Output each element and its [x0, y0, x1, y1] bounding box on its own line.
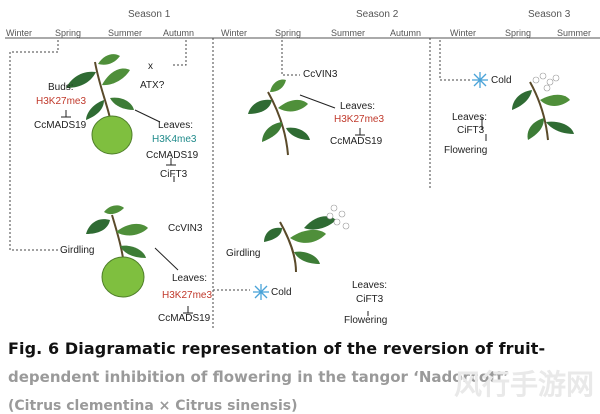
- inhibition-icon: [61, 110, 365, 314]
- path-to-cold-top: [439, 40, 470, 81]
- season-label-3: Season 3: [528, 9, 571, 20]
- snowflake-icon: [472, 72, 488, 88]
- buds-mark: H3K27me3: [36, 96, 87, 107]
- month-label: Autumn: [163, 28, 195, 38]
- leaves-gene: CcMADS19: [330, 136, 383, 147]
- flowering-branch-bottom-mid: [264, 204, 350, 273]
- path-to-girdling-left: [9, 40, 59, 251]
- flowering-branch-top-right: [512, 72, 574, 141]
- vin3-label: CcVIN3: [168, 223, 203, 234]
- cold-label: Cold: [271, 287, 292, 298]
- outcome-label: Flowering: [444, 145, 488, 156]
- season-label-1: Season 1: [128, 9, 171, 20]
- month-label: Summer: [331, 28, 366, 38]
- season-label-2: Season 2: [356, 9, 399, 20]
- month-label: Spring: [55, 28, 82, 38]
- month-label: Winter: [450, 28, 477, 38]
- leaves-label: Leaves:: [452, 112, 488, 123]
- buds-gene: CcMADS19: [34, 120, 87, 131]
- month-label: Spring: [505, 28, 532, 38]
- month-label: Winter: [6, 28, 33, 38]
- month-label: Summer: [108, 28, 143, 38]
- fruit-branch-bottom-left: [86, 205, 148, 298]
- snowflake-icon: [253, 284, 269, 300]
- leaves-target: CiFT3: [160, 169, 188, 180]
- buds-label: Buds:: [48, 82, 74, 93]
- figure-caption-line-2: dependent inhibition of flowering in the…: [8, 368, 510, 386]
- month-label: Summer: [557, 28, 592, 38]
- inhibit-x-mark: x: [148, 61, 153, 72]
- month-label: Autumn: [390, 28, 422, 38]
- leaves-label: Leaves:: [158, 120, 194, 131]
- leafy-branch-top-mid: [248, 79, 310, 156]
- leaves-label: Leaves:: [340, 101, 376, 112]
- leaves-gene: CcMADS19: [158, 313, 211, 324]
- figure-caption-line-1: Fig. 6 Diagramatic representation of the…: [8, 339, 546, 358]
- month-label: Winter: [221, 28, 248, 38]
- path-to-vin3-top: [281, 40, 300, 76]
- vin3-label: CcVIN3: [303, 69, 338, 80]
- girdling-label: Girdling: [60, 245, 95, 256]
- leaves-mark: H3K4me3: [152, 134, 197, 145]
- girdling-label: Girdling: [226, 248, 261, 259]
- leaves-gene: CcMADS19: [146, 150, 199, 161]
- target-label: CiFT3: [356, 294, 384, 305]
- watermark: 风行手游网: [453, 368, 594, 401]
- atx-label: ATX?: [140, 80, 165, 91]
- cold-label: Cold: [491, 75, 512, 86]
- outcome-label: Flowering: [344, 315, 388, 326]
- leaves-mark: H3K27me3: [162, 290, 213, 301]
- leaves-mark: H3K27me3: [334, 114, 385, 125]
- figure-caption-line-3: (Citrus clementina × Citrus sinensis): [8, 398, 298, 414]
- leaves-label: Leaves:: [352, 280, 388, 291]
- month-label: Spring: [275, 28, 302, 38]
- path-to-atx: [172, 40, 187, 66]
- target-label: CiFT3: [457, 125, 485, 136]
- leaves-label: Leaves:: [172, 273, 208, 284]
- fruit-branch-top-left: [66, 54, 134, 155]
